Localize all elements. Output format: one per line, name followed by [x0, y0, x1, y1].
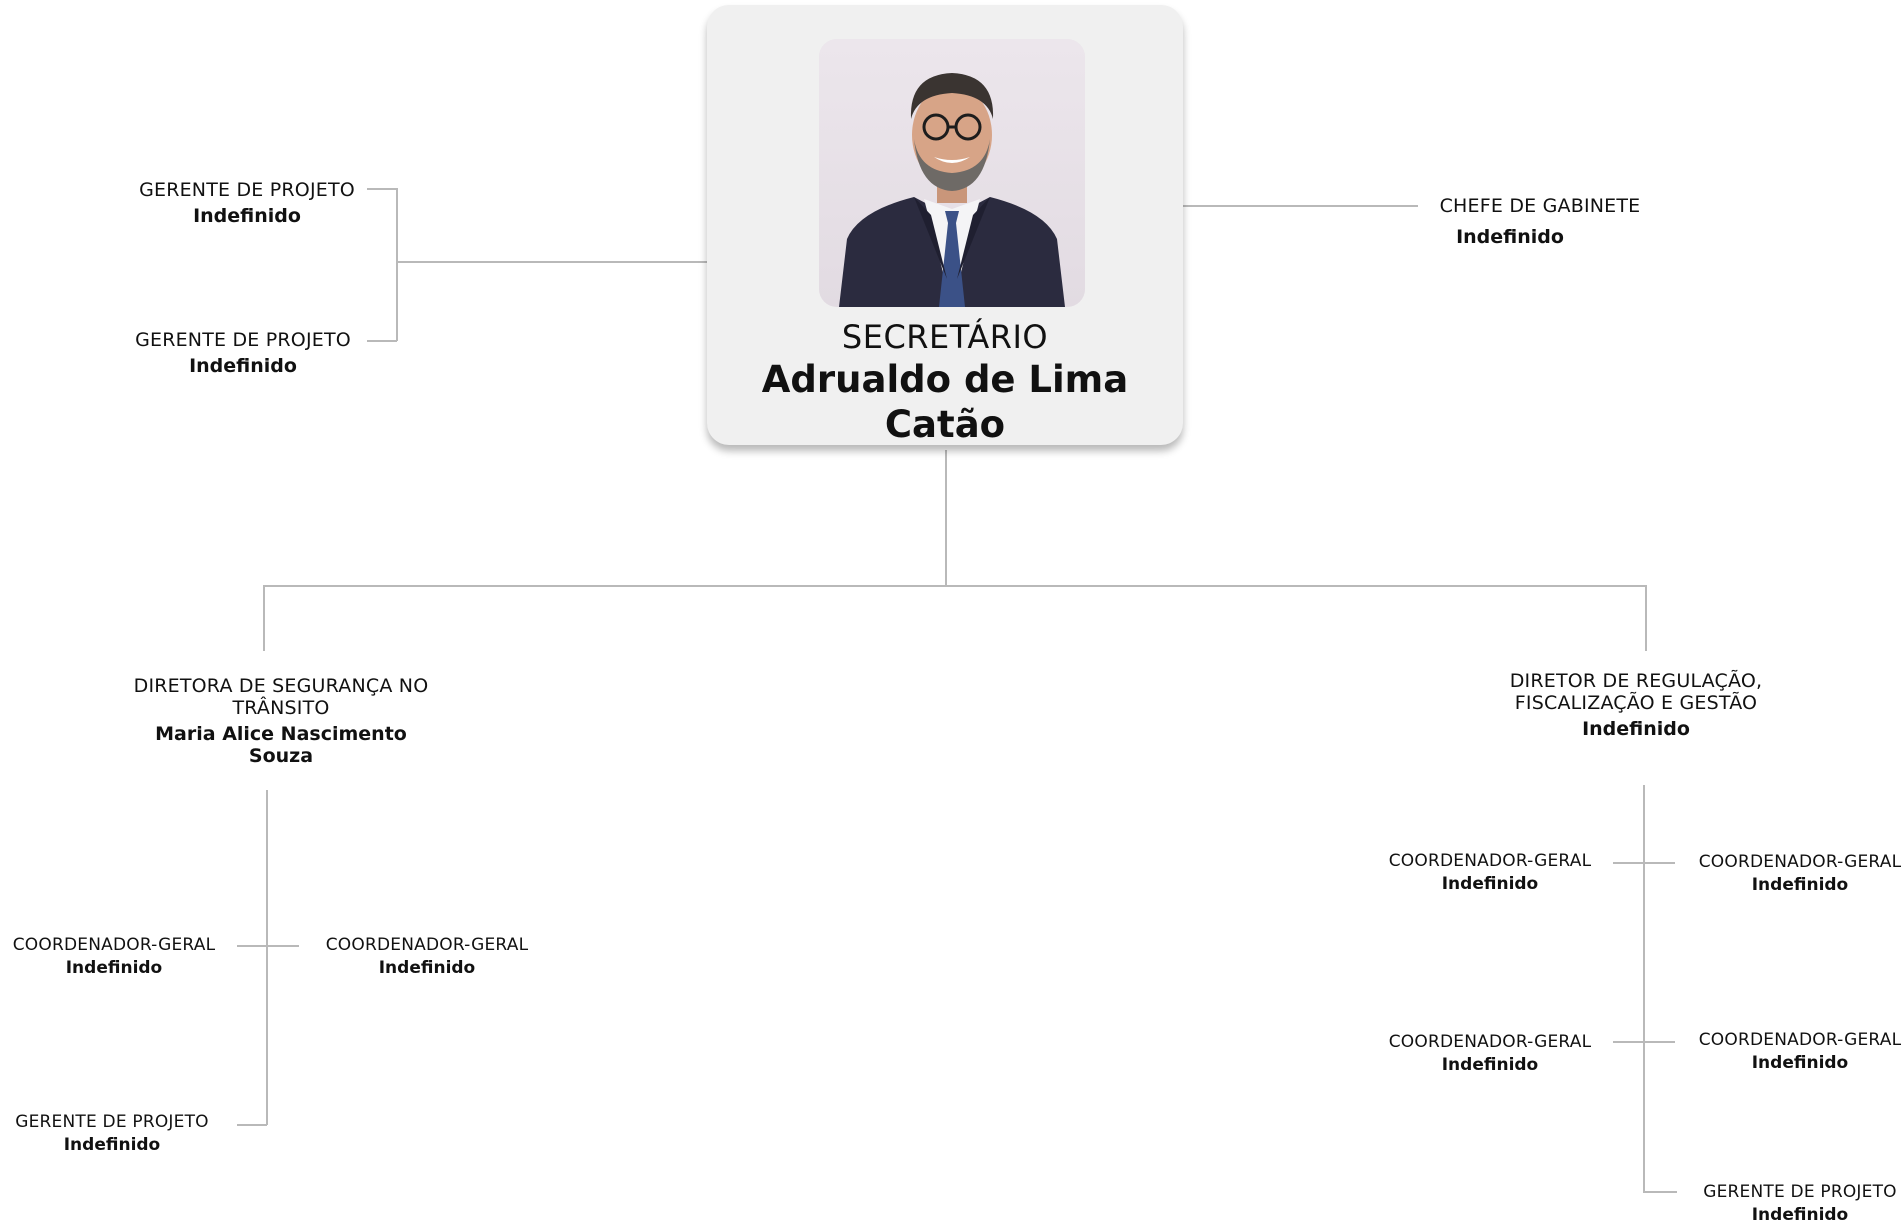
node-role: COORDENADOR-GERAL — [1388, 1032, 1592, 1052]
node-role: COORDENADOR-GERAL — [12, 935, 216, 955]
node-role: COORDENADOR-GERAL — [325, 935, 529, 955]
node-name: Indefinido — [1441, 873, 1539, 894]
node-name: Indefinido — [1456, 225, 1564, 248]
node-name: Indefinido — [1441, 1054, 1539, 1075]
connector-line — [1643, 1191, 1677, 1193]
node-role: GERENTE DE PROJETO — [1703, 1182, 1897, 1202]
node-name: Indefinido — [189, 354, 297, 377]
node-role: COORDENADOR-GERAL — [1388, 851, 1592, 871]
connector-line — [1183, 205, 1418, 207]
node-name: Indefinido — [1751, 1052, 1849, 1073]
secretary-name: Adrualdo de Lima Catão — [761, 358, 1129, 447]
node-role: GERENTE DE PROJETO — [139, 179, 355, 201]
connector-line — [1645, 585, 1647, 651]
connector-line — [396, 261, 707, 263]
node-role: GERENTE DE PROJETO — [15, 1112, 209, 1132]
secretary-role: SECRETÁRIO — [841, 318, 1049, 356]
connector-line — [945, 450, 947, 587]
right-coordinator-1: COORDENADOR-GERAL Indefinido — [1380, 851, 1600, 894]
node-name: Indefinido — [193, 204, 301, 227]
node-name: Indefinido — [63, 1134, 161, 1155]
secretary-photo — [819, 39, 1085, 307]
connector-line — [1643, 785, 1645, 1192]
connector-line — [263, 585, 1646, 587]
node-name: Maria Alice Nascimento Souza — [155, 722, 407, 767]
node-role: CHEFE DE GABINETE — [1439, 195, 1641, 217]
connector-line — [367, 188, 397, 190]
connector-line — [263, 585, 265, 651]
connector-line — [1613, 862, 1675, 864]
right-coordinator-3: COORDENADOR-GERAL Indefinido — [1380, 1032, 1600, 1075]
left-manager-2: GERENTE DE PROJETO Indefinido — [113, 329, 373, 378]
node-name: Indefinido — [1582, 717, 1690, 740]
node-role: DIRETORA DE SEGURANÇA NO TRÂNSITO — [133, 675, 429, 719]
connector-line — [266, 790, 268, 1125]
node-role: DIRETOR DE REGULAÇÃO, FISCALIZAÇÃO E GES… — [1509, 670, 1763, 714]
node-name: Indefinido — [378, 957, 476, 978]
node-role: GERENTE DE PROJETO — [135, 329, 351, 351]
node-role: COORDENADOR-GERAL — [1698, 1030, 1902, 1050]
secretary-card: SECRETÁRIO Adrualdo de Lima Catão — [707, 5, 1183, 447]
right-coordinator-4: COORDENADOR-GERAL Indefinido — [1690, 1030, 1903, 1073]
chief-of-staff: CHEFE DE GABINETE Indefinido — [1418, 195, 1662, 249]
left-coordinator-1: COORDENADOR-GERAL Indefinido — [4, 935, 224, 978]
node-name: Indefinido — [65, 957, 163, 978]
node-name: Indefinido — [1751, 1204, 1849, 1225]
director-left: DIRETORA DE SEGURANÇA NO TRÂNSITO Maria … — [122, 675, 440, 767]
connector-line — [1613, 1041, 1675, 1043]
node-role: COORDENADOR-GERAL — [1698, 852, 1902, 872]
connector-line — [367, 340, 397, 342]
connector-line — [237, 1124, 267, 1126]
right-project-manager: GERENTE DE PROJETO Indefinido — [1690, 1182, 1903, 1225]
right-coordinator-2: COORDENADOR-GERAL Indefinido — [1690, 852, 1903, 895]
left-project-manager: GERENTE DE PROJETO Indefinido — [2, 1112, 222, 1155]
connector-line — [396, 188, 398, 341]
left-coordinator-2: COORDENADOR-GERAL Indefinido — [317, 935, 537, 978]
connector-line — [237, 945, 299, 947]
left-manager-1: GERENTE DE PROJETO Indefinido — [117, 179, 377, 228]
node-name: Indefinido — [1751, 874, 1849, 895]
director-right: DIRETOR DE REGULAÇÃO, FISCALIZAÇÃO E GES… — [1486, 670, 1786, 741]
